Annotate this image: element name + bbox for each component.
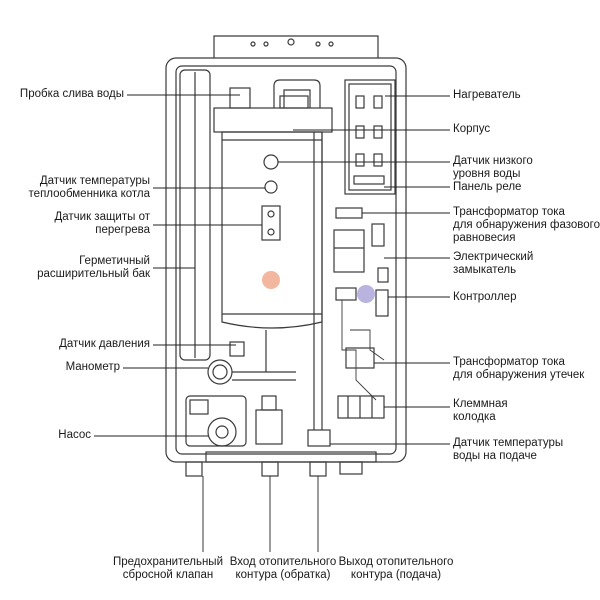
pressure-sensor-shape — [229, 341, 245, 357]
heat-exchanger-shape — [221, 131, 323, 329]
label-heater: Нагреватель — [453, 89, 521, 101]
bottom-plate — [205, 451, 377, 463]
return-fitting — [261, 461, 279, 477]
low-water-sensor-shape — [263, 154, 279, 170]
phase-ct-shape — [335, 207, 363, 219]
supply-pipe — [313, 132, 323, 430]
supply-fitting — [309, 461, 327, 477]
housing-outline — [165, 57, 407, 463]
heater-dot — [262, 271, 280, 289]
label-controller: Контроллер — [453, 291, 517, 303]
label-pressure-sensor: Датчик давления — [59, 338, 150, 350]
bracket-keyhole — [287, 38, 295, 46]
hx-temp-sensor-shape — [264, 180, 278, 194]
overheat-sensor-shape — [261, 205, 281, 241]
housing-inner — [175, 65, 397, 455]
label-manometer: Манометр — [65, 361, 120, 373]
cable-gland — [339, 461, 363, 475]
label-heating-supply: Выход отопительного контура (подача) — [338, 556, 454, 581]
mounting-bracket — [213, 35, 379, 58]
label-supply-temp-sensor: Датчик температуры воды на подаче — [453, 437, 564, 462]
label-low-water-sensor: Датчик низкого уровня воды — [453, 155, 533, 180]
bracket-hole — [263, 41, 269, 47]
label-drain-plug: Пробка слива воды — [19, 88, 124, 100]
label-safety-valve: Предохранительный сбросной клапан — [113, 556, 223, 581]
label-overheat-sensor: Датчик защиты от перегрева — [54, 211, 150, 236]
label-leak-ct: Трансформатор тока для обнаружения утече… — [453, 356, 585, 381]
contactor-shape — [333, 229, 365, 273]
label-pump: Насос — [58, 429, 91, 441]
return-valve-shape — [255, 409, 283, 445]
label-terminal-block: Клеммная колодка — [453, 398, 508, 423]
bracket-hole — [328, 41, 334, 47]
terminal-block-shape — [337, 395, 385, 419]
label-housing: Корпус — [453, 123, 491, 135]
leak-ct-shape — [345, 347, 375, 369]
supply-temp-sensor-shape — [307, 429, 331, 447]
bracket-hole — [250, 41, 256, 47]
label-contactor: Электрический замыкатель — [453, 251, 534, 276]
controller-dot — [357, 285, 375, 303]
label-heating-return: Вход отопительного контура (обратка) — [229, 556, 337, 581]
heater-panel-shape — [344, 79, 396, 195]
label-expansion-tank: Герметичный расширительный бак — [37, 255, 150, 280]
pump-shape — [185, 395, 247, 447]
label-relay-panel: Панель реле — [453, 181, 522, 193]
bracket-hole — [315, 41, 321, 47]
label-phase-ct: Трансформатор тока для обнаружения фазов… — [453, 206, 600, 244]
controller-shape — [335, 287, 357, 301]
safety-valve-fitting — [185, 461, 203, 477]
expansion-tank-shape — [179, 69, 211, 361]
label-hx-temp-sensor: Датчик температуры теплообменника котла — [28, 175, 150, 200]
top-manifold — [213, 107, 333, 133]
manometer-shape — [207, 359, 233, 385]
flow-pipe — [273, 79, 321, 108]
